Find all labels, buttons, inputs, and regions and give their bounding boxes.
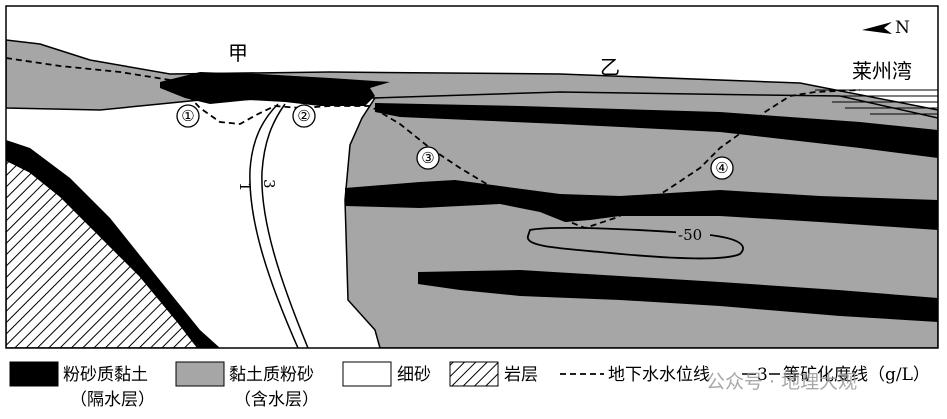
legend-fine-sand: 细砂: [397, 365, 431, 385]
legend-swatch-rock: [449, 361, 499, 387]
water-table-line: [6, 57, 861, 229]
legend-silt-clay: 粉砂质黏土: [63, 365, 148, 385]
legend: 粉砂质黏土 （隔水层） 黏土质粉砂 （含水层） 细砂 岩层 地下水水位线 3 等…: [9, 361, 930, 410]
marker-4: ④: [710, 156, 734, 180]
marker-3: ③: [416, 146, 440, 170]
isoline-1: [249, 103, 299, 348]
marker-2: ②: [292, 104, 316, 128]
label-yi: 乙: [600, 55, 620, 79]
sea-lines: [815, 89, 938, 115]
legend-clay-silt: 黏土质粉砂: [229, 365, 314, 385]
svg-text:①: ①: [181, 107, 194, 125]
legend-clay-silt-note: （含水层）: [234, 390, 319, 410]
label-bay: 莱州湾: [852, 59, 912, 83]
aquitard-left-wedge: [6, 140, 220, 348]
isoline-label-50: -50: [678, 226, 702, 244]
legend-swatch-fine-sand: [342, 361, 392, 387]
legend-swatch-silt-clay: [9, 361, 59, 387]
rock-layer: [6, 159, 199, 348]
legend-isoline-sample: 3: [757, 365, 768, 385]
svg-text:④: ④: [715, 159, 728, 177]
aquitard-band-3: [418, 270, 938, 322]
isoline-label-3: 3: [260, 179, 278, 189]
aquitard-band-1: [375, 103, 938, 158]
legend-isoline: 等矿化度线（g/L）: [783, 365, 930, 385]
svg-text:②: ②: [297, 107, 310, 125]
isoline-50: [527, 227, 744, 260]
aquitard-jia: [160, 72, 390, 106]
legend-water-table: 地下水水位线: [608, 365, 710, 385]
marker-1: ①: [176, 104, 200, 128]
legend-rock: 岩层: [504, 365, 538, 385]
watermark: 公众号 · 地理大观: [706, 371, 857, 393]
svg-text:N: N: [895, 18, 910, 38]
legend-silt-clay-note: （隔水层）: [70, 390, 155, 410]
isoline-label-1: 1: [236, 182, 254, 192]
legend-swatch-clay-silt: [175, 361, 225, 387]
diagram-frame: [5, 5, 939, 349]
north-arrow-icon: N: [862, 18, 910, 38]
isoline-3: [261, 103, 309, 348]
label-jia: 甲: [228, 41, 248, 65]
svg-text:③: ③: [421, 149, 434, 167]
